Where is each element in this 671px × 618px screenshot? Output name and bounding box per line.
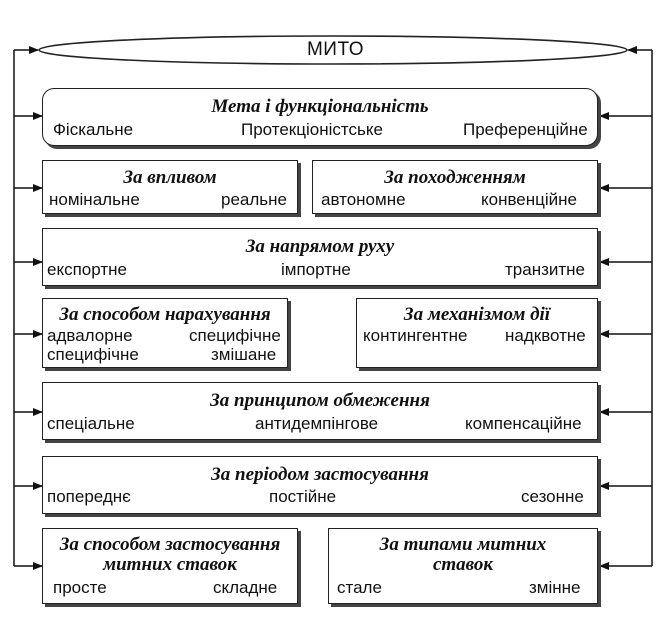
origin-title: За походженням — [384, 167, 526, 188]
calc-item-mixed: змішане — [211, 345, 277, 364]
direction-item-transit: транзитне — [505, 260, 586, 279]
rate-types-title-line1: За типами митних — [379, 534, 547, 555]
period-item-permanent: постійне — [269, 487, 337, 506]
impact-title: За впливом — [123, 167, 217, 188]
calc-item-specific: специфічне — [189, 326, 281, 345]
direction-box: За напрямом руху експортне імпортне тран… — [42, 228, 598, 286]
mechanism-item-quota: контингентне — [363, 326, 468, 345]
rate-types-box: За типами митних ставок стале змінне — [328, 528, 598, 604]
restriction-title: За принципом обмеження — [210, 390, 430, 411]
purpose-item-protectionist: Протекціоністське — [241, 120, 383, 139]
period-title: За періодом застосування — [211, 464, 429, 485]
purpose-item-fiscal: Фіскальне — [53, 120, 134, 139]
purpose-box: Мета і функціональність Фіскальне Протек… — [42, 88, 598, 146]
restriction-item-antidumping: антидемпінгове — [255, 414, 379, 433]
calc-title: За способом нарахування — [59, 304, 271, 325]
application-title-line1: За способом застосування — [59, 534, 281, 555]
period-item-preliminary: попереднє — [47, 487, 131, 506]
impact-item-nominal: номінальне — [49, 190, 140, 209]
mechanism-title: За механізмом дії — [403, 304, 551, 325]
impact-item-real: реальне — [221, 190, 287, 209]
direction-title: За напрямом руху — [245, 236, 395, 257]
calc-item-advalorem: адвалорне — [47, 326, 133, 345]
period-box: За періодом застосування попереднє пості… — [42, 456, 598, 514]
rate-types-title-line2: ставок — [432, 554, 494, 575]
application-box: За способом застосування митних ставок п… — [42, 528, 298, 604]
restriction-item-countervailing: компенсаційне — [465, 414, 582, 433]
root-label: МИТО — [306, 39, 364, 60]
direction-item-export: експортне — [47, 260, 127, 279]
purpose-title: Мета і функціональність — [211, 96, 429, 117]
direction-item-import: імпортне — [281, 260, 351, 279]
calc-item-specific-2: специфічне — [47, 345, 139, 364]
rate-types-item-variable: змінне — [529, 578, 581, 597]
mechanism-item-overquota: надквотне — [505, 326, 586, 345]
restriction-box: За принципом обмеження спеціальне антиде… — [42, 382, 598, 440]
calc-box: За способом нарахування адвалорне специф… — [42, 298, 288, 368]
impact-box: За впливом номінальне реальне — [42, 160, 298, 214]
origin-item-conventional: конвенційне — [481, 190, 578, 209]
period-item-seasonal: сезонне — [521, 487, 584, 506]
restriction-item-special: спеціальне — [47, 414, 135, 433]
mechanism-box: За механізмом дії контингентне надквотне — [356, 298, 598, 368]
purpose-item-preferential: Преференційне — [463, 120, 588, 139]
application-item-simple: просте — [53, 578, 107, 597]
origin-item-autonomous: автономне — [321, 190, 406, 209]
application-title-line2: митних ставок — [103, 554, 237, 575]
application-item-complex: складне — [213, 578, 278, 597]
rate-types-item-fixed: стале — [337, 578, 382, 597]
origin-box: За походженням автономне конвенційне — [312, 160, 598, 214]
